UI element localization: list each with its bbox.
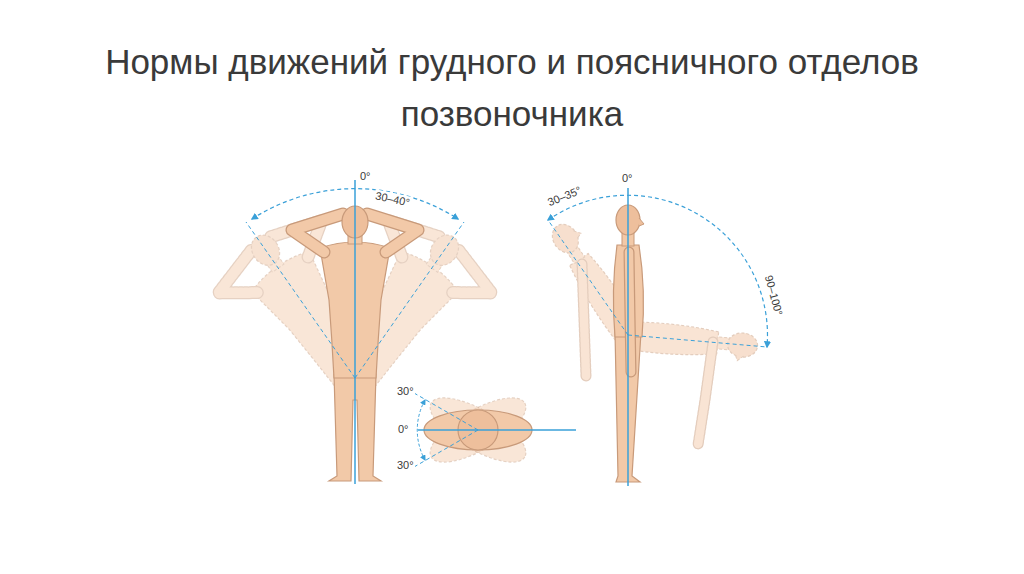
axis-line <box>354 180 356 484</box>
range-arc <box>252 189 458 219</box>
limit-line <box>246 222 355 378</box>
angle-label: 30–40° <box>373 189 412 209</box>
axis-line <box>627 188 629 486</box>
range-arc <box>548 195 767 347</box>
angle-label: 30° <box>396 385 415 398</box>
axis-line <box>418 429 576 431</box>
limit-line <box>628 335 767 347</box>
angle-label: 30–35° <box>545 184 584 210</box>
limit-line <box>355 222 464 378</box>
angle-label: 0° <box>359 170 372 183</box>
slide-title: Нормы движений грудного и поясничного от… <box>92 36 932 140</box>
angle-label: 0° <box>397 423 410 436</box>
limit-line <box>414 430 478 467</box>
limit-line <box>414 393 478 430</box>
angle-label: 0° <box>621 172 634 185</box>
limit-line <box>548 220 628 335</box>
range-arc <box>417 400 425 460</box>
angle-label: 30° <box>396 459 415 472</box>
